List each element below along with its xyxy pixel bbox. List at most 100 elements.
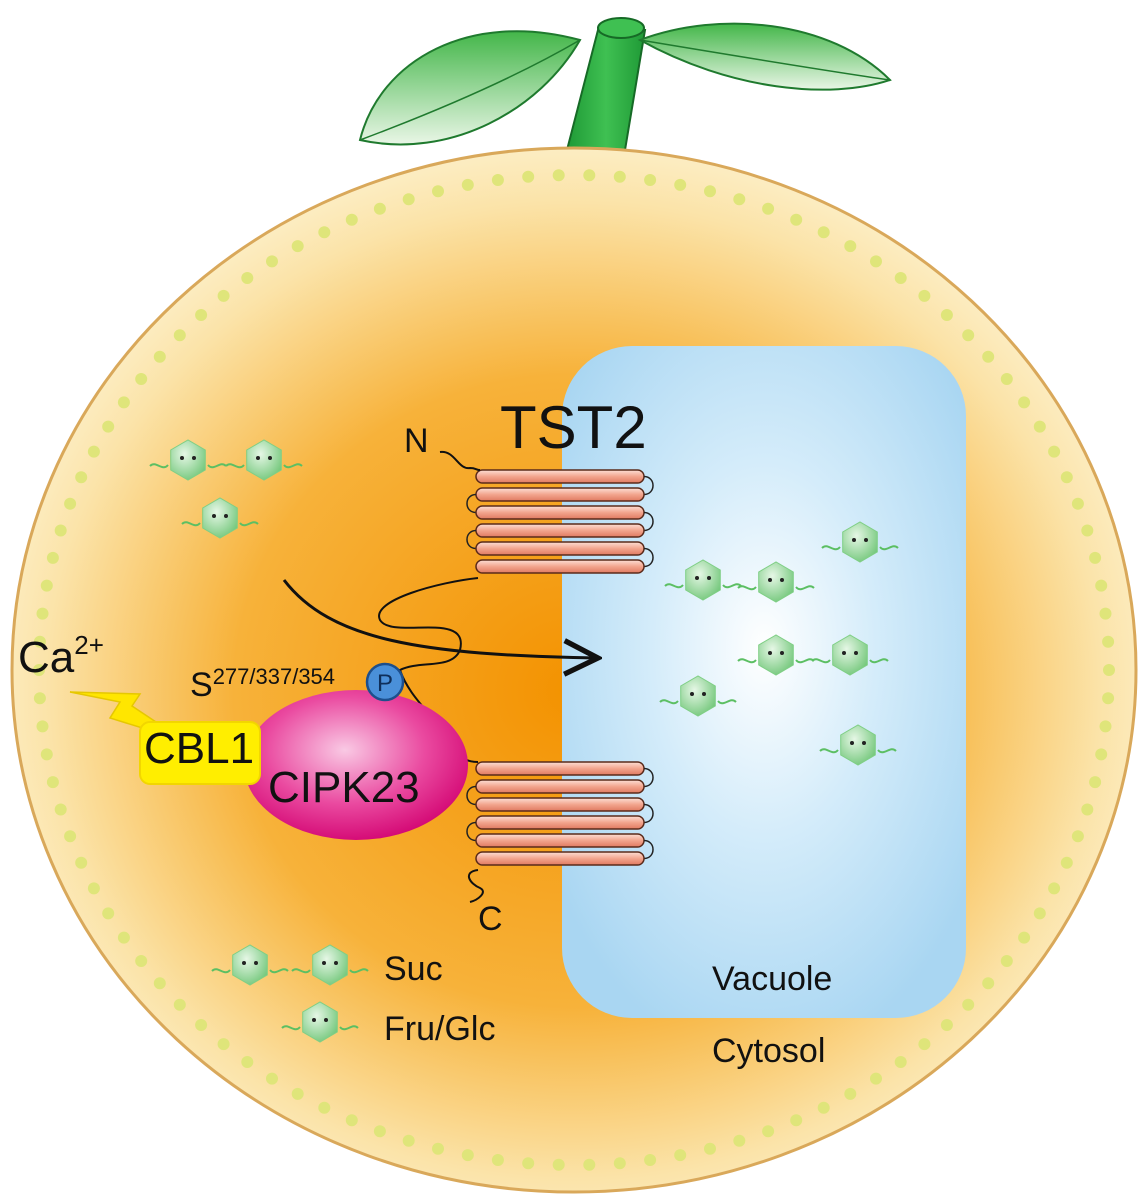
cell-wall-dot [762,202,775,215]
cell-wall-dot [173,329,186,342]
cell-wall-dot [75,856,88,869]
cell-wall-dot [195,309,208,321]
cell-wall-dot [552,169,565,182]
cell-wall-dot [432,185,444,198]
cell-wall-dot [1000,955,1013,967]
cell-wall-dot [1018,931,1031,944]
n-terminal-tail [439,450,481,471]
cell-wall-dots [33,169,1115,1171]
cell-wall-dot [583,1158,596,1171]
cell-wall-dot [613,1157,626,1170]
cell-wall-dot [87,445,100,458]
sugar-molecule-icon [811,634,889,676]
cell-wall-dot [318,226,331,239]
cell-wall-dot [373,1125,386,1138]
cell-wall-dot [674,178,687,191]
cell-wall-dot [173,998,186,1011]
cell-wall-dot [1081,524,1094,537]
helix-loop [643,547,654,568]
legend-suc-label: Suc [384,950,443,988]
helix-loop [466,493,477,514]
helix-loop [466,529,477,550]
sugar-molecule-icon [737,634,815,676]
cell-wall-dot [1099,607,1112,620]
cell-wall-dot [1060,856,1073,869]
cell-wall-dot [613,170,626,183]
sugar-molecules [149,439,899,1043]
transmembrane-helix [475,541,645,556]
sugar-molecule-icon [821,521,899,563]
cell-wall-dot [64,497,77,510]
cell-wall-dot [461,1149,474,1162]
helix-loop [466,785,477,806]
cell-wall-dot [940,309,953,321]
cell-wall-dot [704,1142,716,1155]
cell-wall-dot [241,1056,254,1068]
cell-wall-dot [36,607,49,620]
cell-wall-dot [291,1087,304,1100]
cell-wall-dot [1048,882,1061,895]
cell-wall-dot [75,471,88,484]
cell-wall-dot [40,748,53,761]
cell-wall-dot [918,289,931,302]
right-leaf [637,22,892,91]
cell-wall-dot [870,1072,882,1085]
phospho-site-numbers: 277/337/354 [213,664,335,689]
cell-wall-dot [1071,830,1084,843]
sugar-molecule-icon [664,559,742,601]
helix-loop [643,475,654,496]
cell-wall-dot [1000,373,1013,385]
cell-wall-dot [373,202,386,215]
helix-loop [466,821,477,842]
cell-wall-dot [1033,907,1046,920]
cell-wall-dot [33,692,46,705]
tst2-transporter [466,469,654,866]
stem-top [597,17,645,39]
cell-wall-dot [36,720,49,733]
transmembrane-helix [475,505,645,520]
cell-wall-dot [552,1158,565,1171]
cell-wall-dot [135,955,148,967]
cell-wall-dot [1081,803,1094,816]
transmembrane-helix [475,851,645,866]
transmembrane-helix [475,523,645,538]
cell-wall-dot [982,977,995,990]
sprout-icon [358,17,892,151]
helix-loop [643,803,654,824]
cell-wall-dot [1102,635,1115,648]
helix-loop [643,511,654,532]
cell-wall-dot [522,1157,535,1170]
cell-wall-dot [402,193,415,206]
sugar-molecule-icon [211,944,289,986]
cell-wall-dot [674,1149,687,1162]
cell-wall-dot [962,998,975,1011]
cell-wall-dot [733,193,746,206]
cell-wall-dot [46,776,59,789]
cell-wall-dot [522,170,535,183]
cell-wall-dot [291,240,304,253]
cell-wall-dot [266,1072,278,1085]
cell-wall-dot [117,396,130,409]
cell-wall-dot [762,1125,775,1138]
cell-wall-dot [894,1056,907,1068]
cytosol-label: Cytosol [712,1032,825,1070]
cell-wall-dot [1095,748,1108,761]
sugar-molecule-icon [281,1001,359,1043]
transmembrane-helix [475,761,645,776]
cell-wall-dot [345,1114,358,1127]
cbl1-label: CBL1 [144,724,254,773]
cell-wall-dot [102,420,115,433]
cell-wall-dot [153,350,166,363]
cell-wall-dot [982,350,995,363]
cell-wall-dot [1018,396,1031,409]
cell-wall-dot [432,1142,444,1155]
cell-wall-dot [402,1134,415,1147]
sugar-molecule-icon [291,944,369,986]
cell-wall-dot [1060,471,1073,484]
cipk23-kinase [244,690,468,840]
transmembrane-helix [475,779,645,794]
cell-wall-dot [40,579,53,592]
cell-wall-dot [918,1038,931,1051]
cell-wall-dot [1095,579,1108,592]
